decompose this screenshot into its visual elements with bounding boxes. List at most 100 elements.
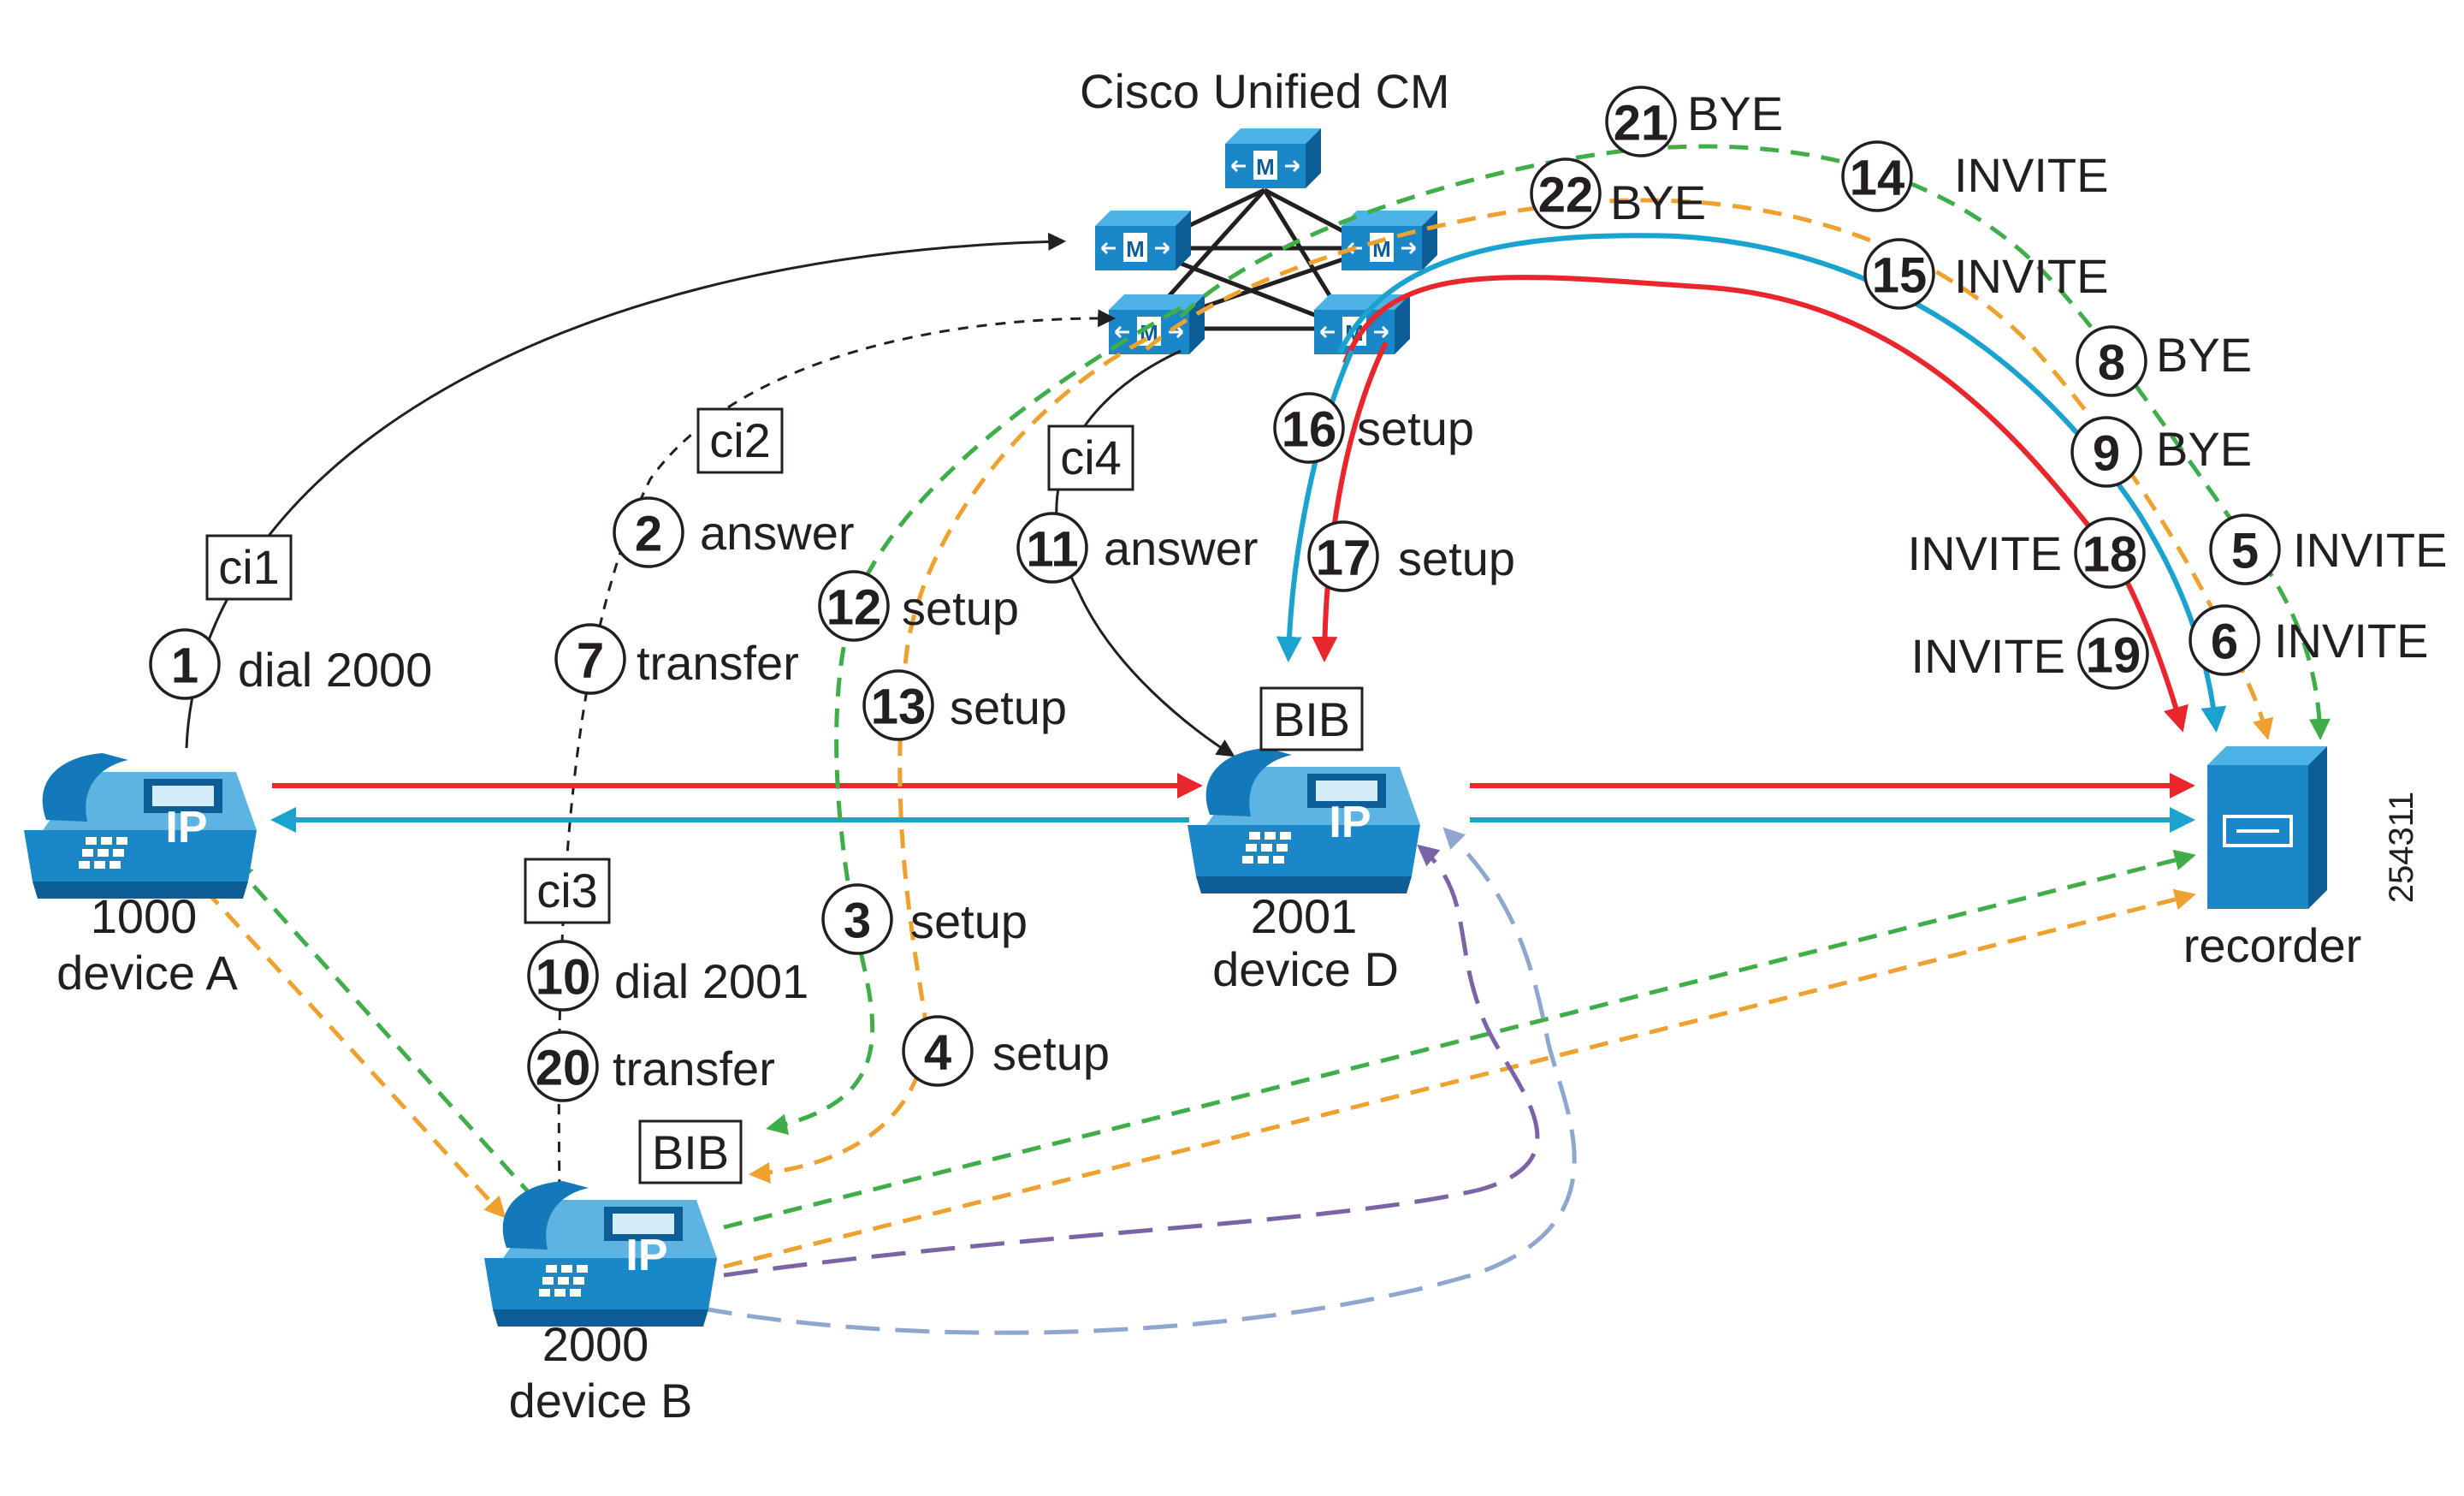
step-number: 4	[924, 1025, 951, 1081]
step-number: 14	[1850, 151, 1905, 206]
ip-phone-icon	[1188, 748, 1420, 893]
step-number: 3	[844, 893, 871, 949]
device-a-name: device A	[56, 946, 238, 1000]
recorder-label: recorder	[2183, 918, 2362, 972]
invite-red-arc	[1342, 275, 2189, 733]
call-manager-server-icon	[1107, 293, 1206, 356]
recorder-server-icon	[2207, 746, 2327, 909]
step-label: answer	[1104, 521, 1259, 575]
ci4-box	[1047, 424, 1134, 491]
step-label: INVITE	[1954, 249, 2108, 303]
ci1-box	[205, 534, 293, 601]
ci3-label: ci3	[536, 864, 598, 917]
device-a-number: 1000	[91, 889, 198, 943]
step-22: 22 BYE	[1530, 157, 1706, 229]
step-number: 7	[577, 633, 604, 689]
step-label: INVITE	[2293, 523, 2447, 577]
step-11: 11 answer	[1016, 512, 1259, 584]
step-number: 15	[1872, 248, 1928, 304]
b-to-d-lightblue-line	[697, 827, 1577, 1335]
step-label: BYE	[1610, 175, 1706, 229]
step-16: 16 setup	[1273, 392, 1474, 464]
answer-device-d-signal-line	[1055, 349, 1235, 757]
step-number: 8	[2098, 335, 2125, 391]
setup-red-line	[1312, 341, 1389, 662]
bib-label-device-b: BIB	[652, 1125, 729, 1179]
ci3-box	[524, 858, 611, 924]
b-to-recorder-green-line	[723, 849, 2196, 1230]
b-to-recorder-orange-line	[723, 888, 2196, 1269]
ip-phone-icon	[484, 1181, 717, 1327]
b-to-d-purple-line	[723, 844, 1540, 1278]
setup-green-line	[766, 306, 1182, 1135]
step-number: 5	[2231, 524, 2259, 579]
step-15: 15 INVITE	[1863, 238, 2108, 310]
step-label: transfer	[637, 636, 799, 690]
call-manager-server-icon	[1340, 209, 1439, 272]
step-label: INVITE	[1908, 526, 2062, 580]
step-number: 2	[635, 507, 662, 562]
step-label: setup	[1398, 531, 1515, 585]
device-a: IP	[24, 753, 257, 899]
step-8: 8 BYE	[2076, 325, 2252, 397]
step-number: 9	[2093, 426, 2120, 482]
device-d: IP	[1188, 748, 1420, 893]
ip-phone-icon	[24, 753, 257, 899]
ci4-label: ci4	[1060, 430, 1122, 484]
step-3: 3 setup	[821, 883, 1028, 955]
step-number: 1	[171, 638, 198, 694]
step-label: INVITE	[2274, 614, 2428, 668]
step-label: setup	[910, 894, 1028, 948]
step-label: INVITE	[1911, 629, 2065, 683]
step-17: 17 setup	[1307, 520, 1515, 592]
step-number: 20	[536, 1041, 591, 1096]
device-b: IP	[484, 1181, 717, 1327]
step-number: 22	[1538, 168, 1594, 223]
step-label: BYE	[2156, 328, 2252, 382]
device-d-name: device D	[1212, 942, 1399, 996]
setup-cyan-line	[1276, 349, 1354, 662]
step-20: 20 transfer	[527, 1030, 775, 1102]
cluster-title: Cisco Unified CM	[1080, 64, 1450, 118]
setup-orange-line	[749, 336, 1148, 1184]
phone-ip-label: IP	[625, 1231, 667, 1280]
device-b-number: 2000	[542, 1317, 649, 1371]
step-label: dial 2001	[614, 954, 808, 1008]
step-number: 10	[536, 950, 591, 1006]
step-label: setup	[950, 680, 1067, 734]
step-label: BYE	[2156, 422, 2252, 476]
step-9: 9 BYE	[2070, 416, 2252, 488]
b-to-a-green-line	[231, 861, 536, 1200]
phone-ip-label: IP	[165, 803, 207, 852]
step-number: 16	[1282, 402, 1337, 458]
call-manager-server-icon	[1093, 209, 1193, 272]
step-number: 19	[2086, 628, 2141, 684]
bib-box-device-d	[1259, 686, 1364, 751]
step-label: setup	[1357, 401, 1474, 455]
ci1-label: ci1	[218, 540, 280, 594]
step-7: 7 transfer	[554, 623, 799, 695]
ci2-box	[696, 407, 784, 474]
bib-box-device-b	[638, 1119, 743, 1184]
step-number: 21	[1614, 96, 1669, 151]
a-to-b-orange-line	[204, 888, 506, 1219]
bib-label-device-d: BIB	[1273, 692, 1350, 746]
phone-ip-label: IP	[1329, 798, 1371, 847]
figure-id: 254311	[2383, 792, 2420, 904]
step-number: 17	[1316, 531, 1371, 586]
step-10: 10 dial 2001	[527, 940, 808, 1012]
step-label: INVITE	[1954, 148, 2108, 202]
step-number: 11	[1026, 522, 1078, 578]
step-number: 18	[2082, 527, 2138, 583]
step-label: transfer	[613, 1042, 775, 1095]
step-19: 19 INVITE	[1911, 618, 2149, 690]
step-label: setup	[992, 1026, 1110, 1080]
step-label: BYE	[1687, 86, 1783, 140]
device-d-number: 2001	[1251, 889, 1358, 943]
ci2-label: ci2	[709, 413, 771, 467]
device-b-name: device B	[509, 1374, 693, 1428]
step-21: 21 BYE	[1605, 86, 1783, 157]
